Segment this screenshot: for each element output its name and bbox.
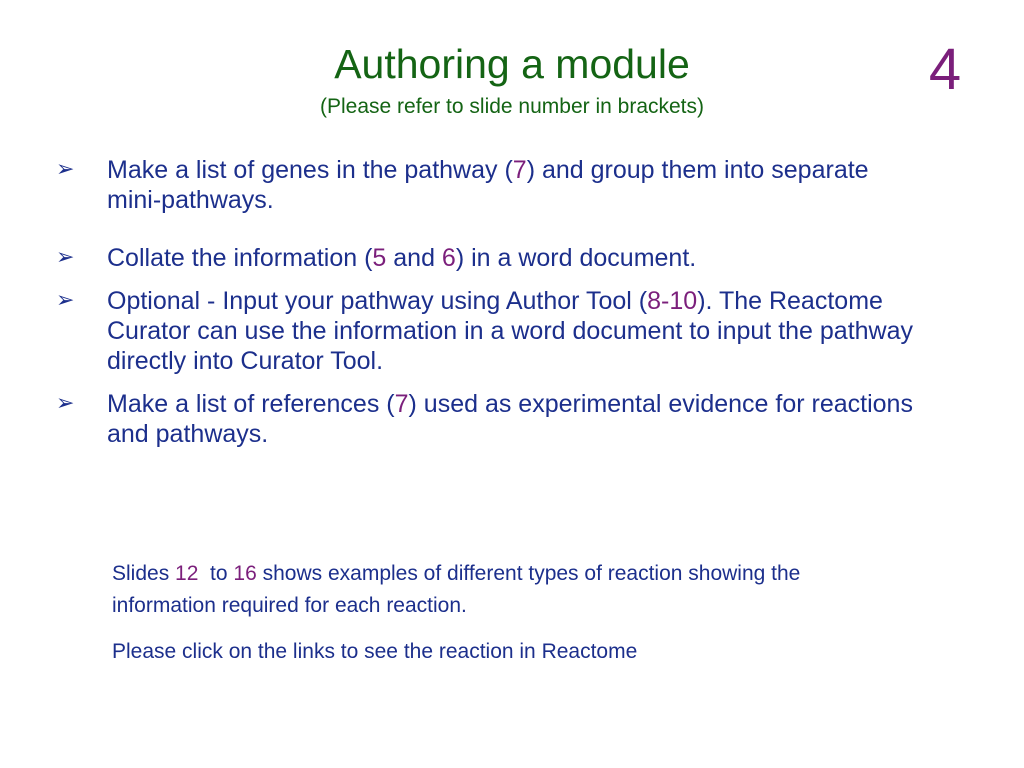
bullet-collate: ➢ Collate the information (5 and 6) in a… — [56, 243, 916, 273]
bullet-text: ). The Reactome Curator can use the info… — [107, 287, 914, 375]
bullet-text: Collate the information ( — [107, 244, 373, 272]
bullet-text: and — [386, 244, 442, 272]
examples-note: Slides 12 to 16 shows examples of differ… — [112, 558, 872, 622]
bullet-genes: ➢ Make a list of genes in the pathway (7… — [56, 155, 916, 215]
bullet-text: ) in a word document. — [455, 244, 697, 272]
bullet-text: ) and group them into separate mini-path… — [107, 156, 869, 214]
bullet-text: Make a list of references ( — [107, 390, 395, 418]
note-text: shows examples of different types of rea… — [112, 562, 801, 617]
bullet-text: ) used as experimental evidence for reac… — [107, 390, 913, 448]
arrow-bullet-icon: ➢ — [56, 157, 75, 182]
note-text: to — [198, 562, 234, 585]
bullet-author-tool: ➢ Optional - Input your pathway using Au… — [56, 286, 916, 376]
slide-title: Authoring a module — [334, 41, 690, 87]
slide-reference: 16 — [233, 562, 257, 585]
slide-reference: 5 — [372, 244, 387, 272]
slide-reference: 6 — [441, 244, 456, 272]
arrow-bullet-icon: ➢ — [56, 288, 75, 313]
slide-reference: 8-10 — [647, 287, 698, 315]
bullet-list: ➢ Make a list of genes in the pathway (7… — [56, 155, 916, 449]
slide-reference: 7 — [512, 156, 527, 184]
bullet-text: Optional - Input your pathway using Auth… — [107, 287, 648, 315]
note-text: Slides — [112, 562, 176, 585]
arrow-bullet-icon: ➢ — [56, 391, 75, 416]
click-links-note: Please click on the links to see the rea… — [112, 640, 638, 663]
bullet-text: Make a list of genes in the pathway ( — [107, 156, 513, 184]
slide-number: 4 — [928, 37, 962, 102]
slide-reference: 7 — [394, 390, 409, 418]
slide-reference: 12 — [175, 562, 199, 585]
arrow-bullet-icon: ➢ — [56, 245, 75, 270]
bullet-references: ➢ Make a list of references (7) used as … — [56, 389, 916, 449]
slide-subtitle: (Please refer to slide number in bracket… — [320, 95, 704, 118]
